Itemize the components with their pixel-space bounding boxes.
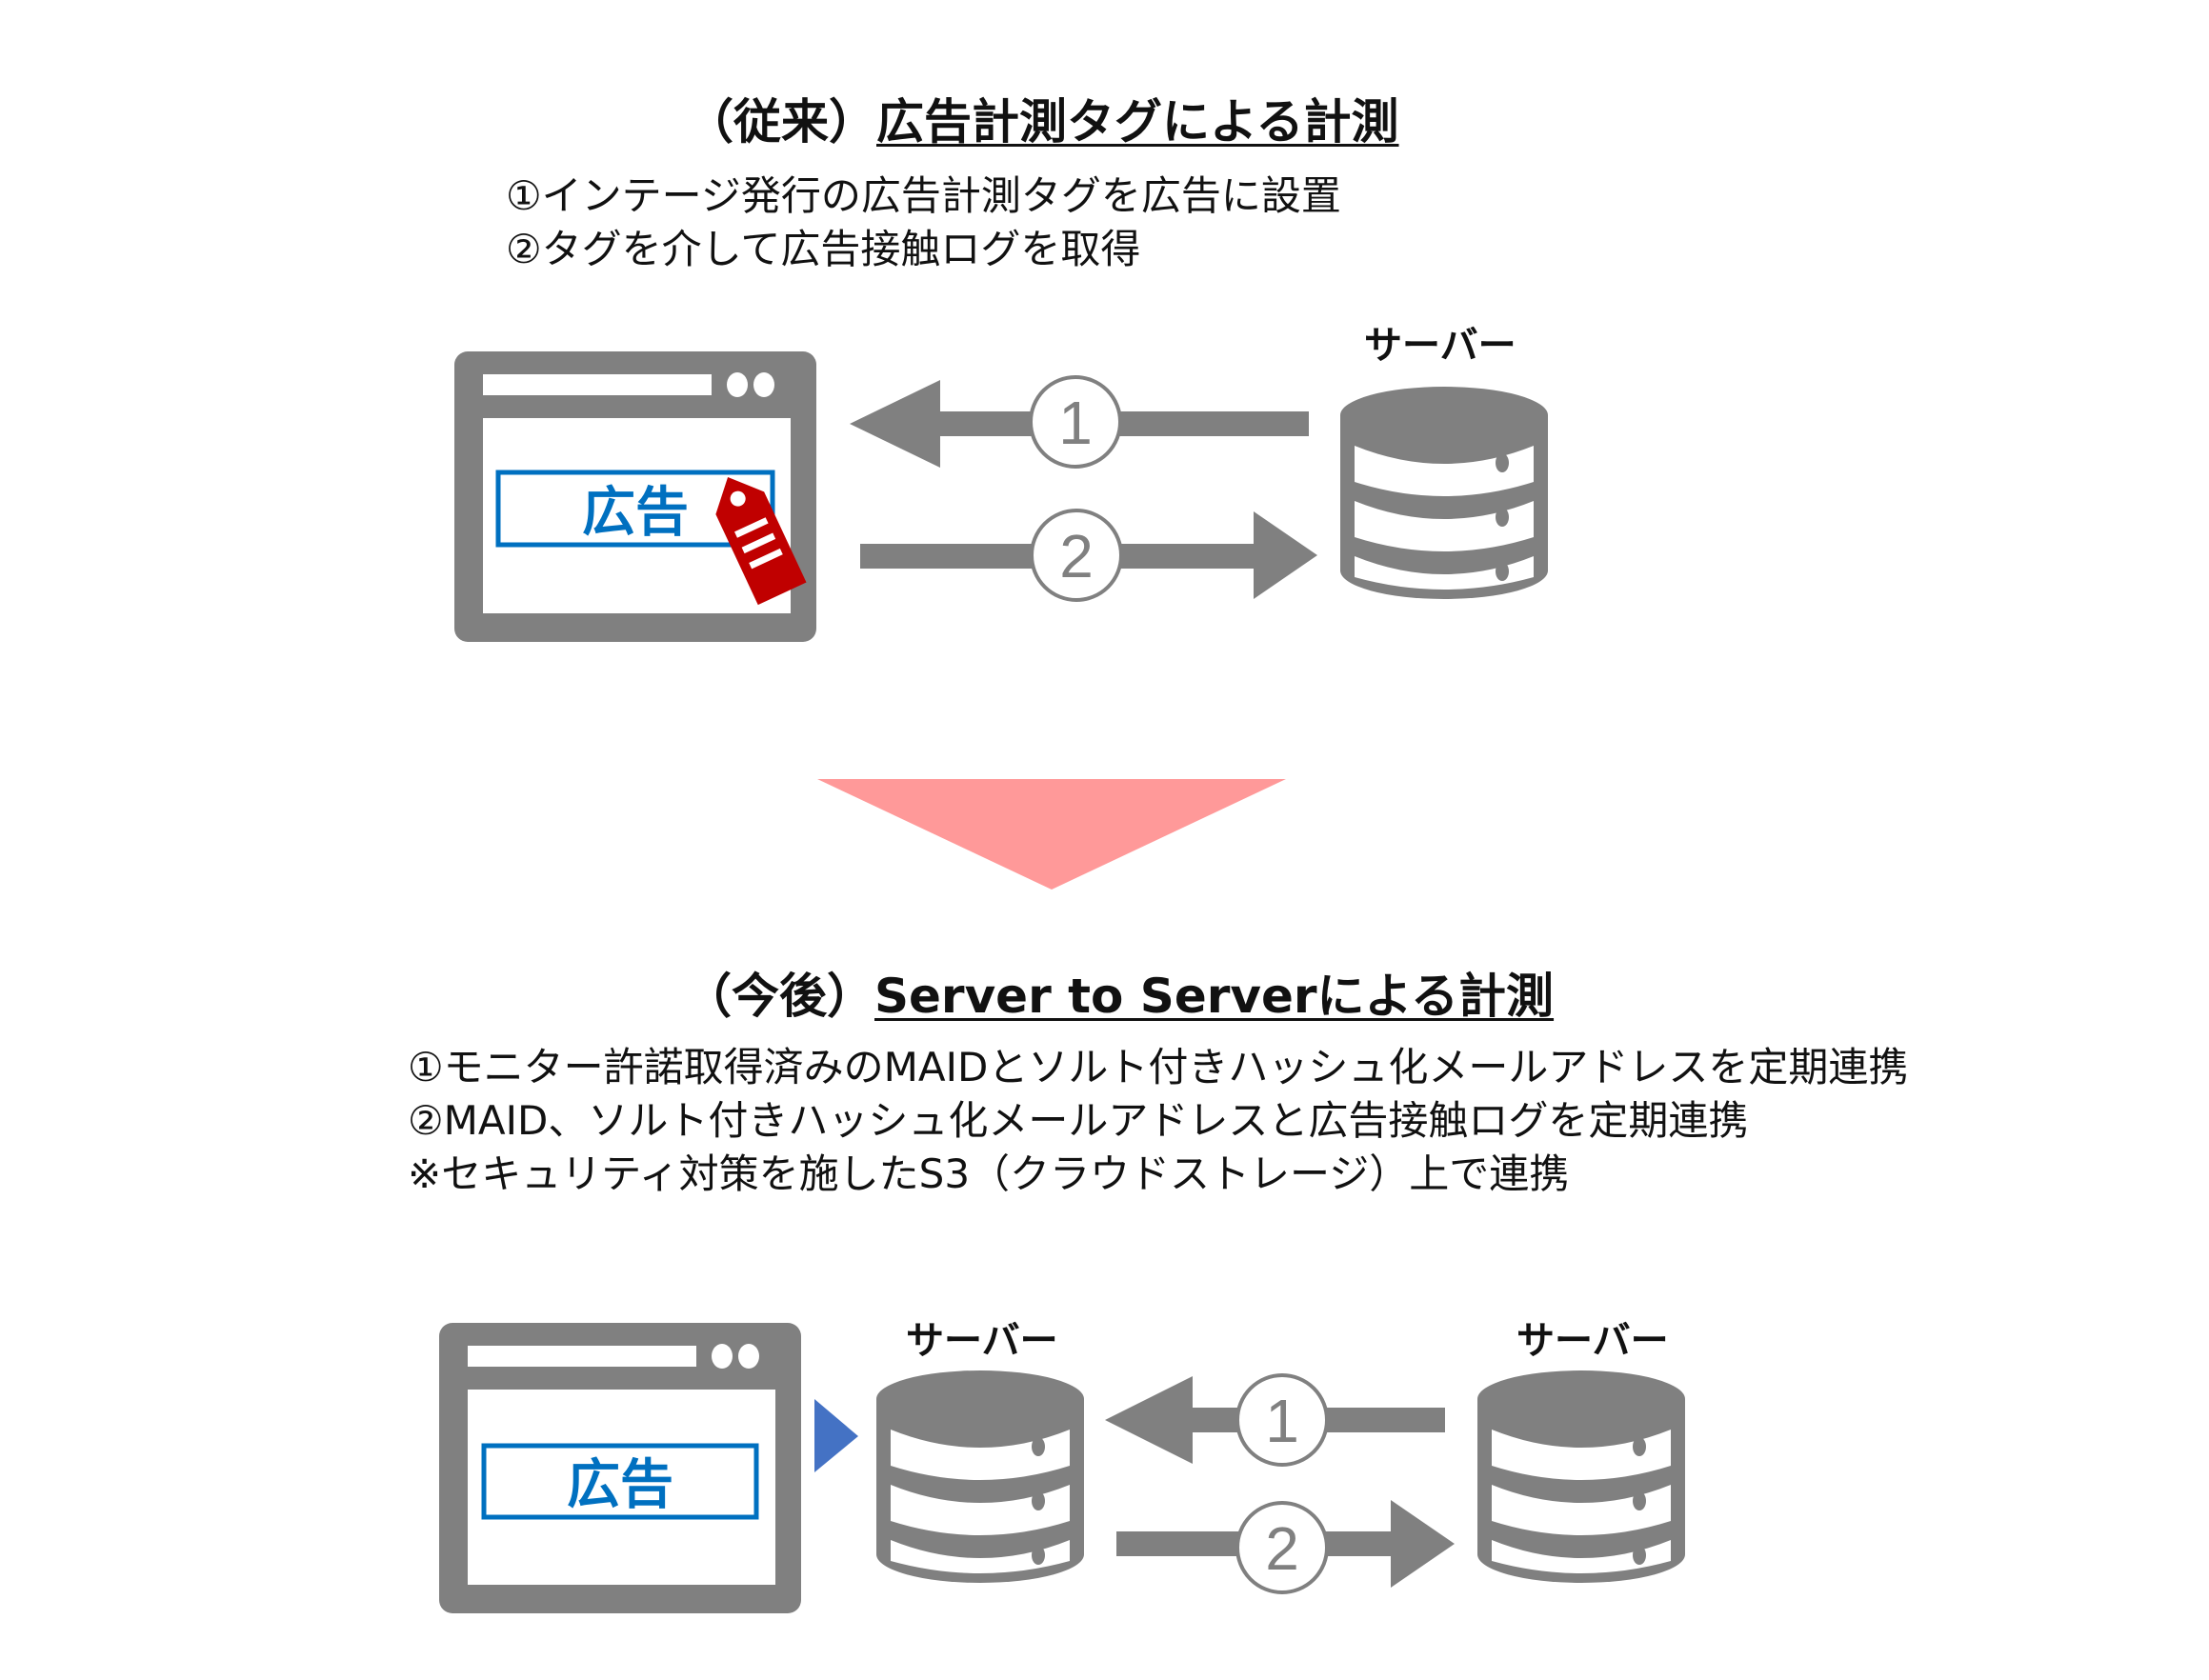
server-icon-right xyxy=(1477,1370,1685,1583)
after-note: ※セキュリティ対策を施したS3（クラウドストレージ）上で連携 xyxy=(408,1150,1570,1197)
title-main: 広告計測タグによる計測 xyxy=(876,94,1399,150)
before-title: （従来）広告計測タグによる計測 xyxy=(686,84,1399,152)
after-step-1: ①モニター許諾取得済みのMAIDとソルト付きハッシュ化メールアドレスを定期連携 xyxy=(408,1044,1909,1090)
arrow-left-server-to-right-server: 2 xyxy=(1116,1500,1455,1594)
after-title: （今後）Server to Serverによる計測 xyxy=(684,958,1554,1027)
pointer-triangle xyxy=(814,1399,858,1472)
before-step-1: ①インテージ発行の広告計測タグを広告に設置 xyxy=(506,172,1341,219)
title-prefix: （今後） xyxy=(684,969,874,1024)
arrow-browser-to-server: 2 xyxy=(860,509,1317,602)
step-1-number: 1 xyxy=(1058,389,1093,457)
ad-label: 広告 xyxy=(582,482,689,544)
before-step-2: ②タグを介して広告接触ログを取得 xyxy=(506,226,1141,272)
browser-window-icon-after: 広告 xyxy=(439,1323,801,1613)
server-left-label: サーバー xyxy=(906,1319,1058,1363)
transition-down-arrow xyxy=(817,779,1286,890)
title-main: Server to Serverによる計測 xyxy=(874,969,1555,1024)
step-1-number: 1 xyxy=(1265,1387,1299,1455)
after-step-2: ②MAID、ソルト付きハッシュ化メールアドレスと広告接触ログを定期連携 xyxy=(408,1097,1749,1144)
server-label: サーバー xyxy=(1364,324,1516,368)
ad-label: 広告 xyxy=(567,1454,673,1516)
step-2-number: 2 xyxy=(1265,1514,1299,1583)
server-icon-left xyxy=(876,1370,1084,1583)
tag-icon xyxy=(715,476,807,606)
arrow-server-to-browser: 1 xyxy=(850,375,1309,469)
server-icon xyxy=(1340,387,1548,599)
title-prefix: （従来） xyxy=(686,94,876,150)
server-right-label: サーバー xyxy=(1516,1319,1669,1363)
arrow-right-server-to-left-server: 1 xyxy=(1105,1373,1445,1467)
ad-box xyxy=(481,1443,759,1520)
step-2-number: 2 xyxy=(1059,522,1094,590)
